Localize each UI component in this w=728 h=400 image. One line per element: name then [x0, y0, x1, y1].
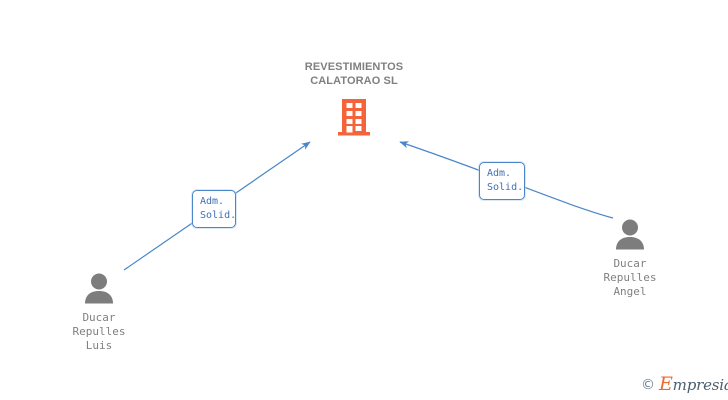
edge-person-right-to-company: [399, 141, 614, 219]
relation-label-right[interactable]: Adm. Solid.: [479, 162, 525, 200]
brand-rest: mpresia: [672, 376, 728, 394]
person-avatar-icon: [616, 219, 644, 250]
watermark: © Empresia: [641, 375, 728, 394]
person-node-left[interactable]: Ducar Repulles Luis: [34, 272, 164, 353]
person-name-label-left: Ducar Repulles Luis: [72, 311, 126, 352]
relation-label-left[interactable]: Adm. Solid.: [192, 190, 236, 228]
company-name-label: REVESTIMIENTOS CALATORAO SL: [304, 61, 404, 87]
building-icon: [338, 99, 370, 136]
person-name-label-right: Ducar Repulles Angel: [603, 257, 657, 298]
brand-initial: E: [659, 373, 673, 395]
person-node-right[interactable]: Ducar Repulles Angel: [565, 218, 695, 299]
copyright-icon: ©: [641, 376, 655, 393]
company-node[interactable]: REVESTIMIENTOS CALATORAO SL: [279, 60, 429, 137]
person-avatar-icon: [85, 273, 113, 304]
brand-wordmark: Empresia: [659, 375, 728, 394]
